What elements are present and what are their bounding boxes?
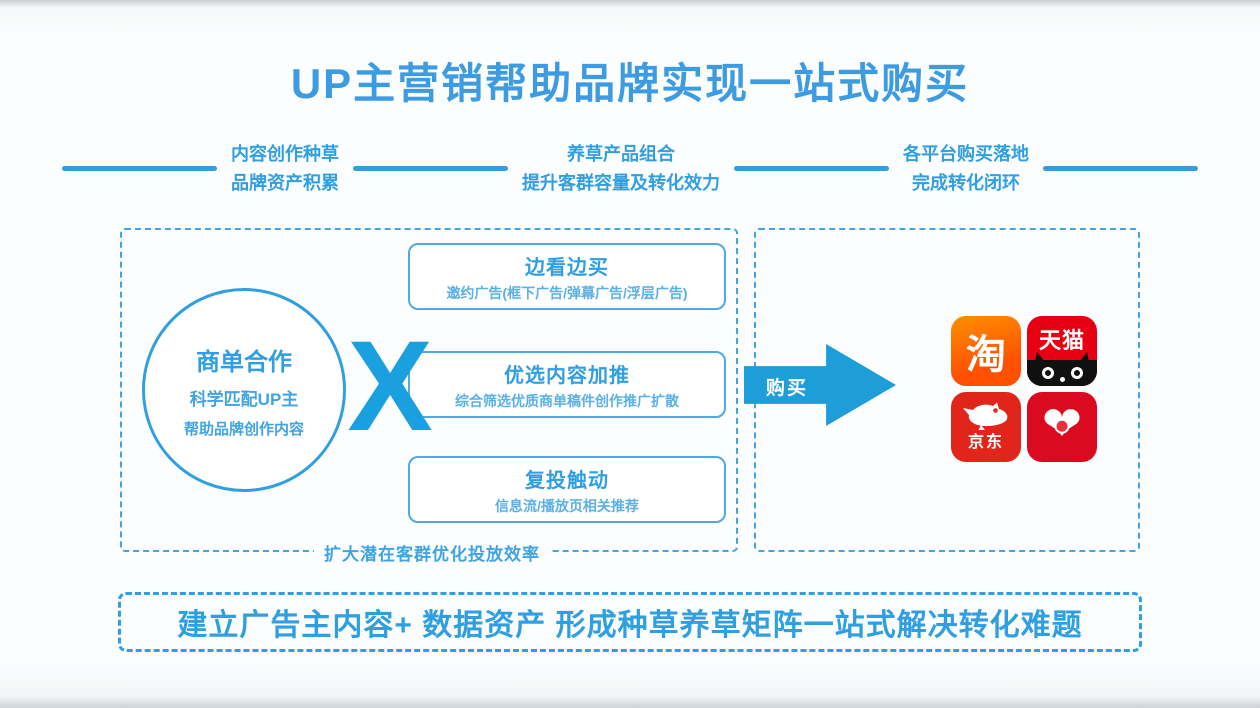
stage-divider-line bbox=[353, 166, 508, 172]
purchase-arrow-label: 购买 bbox=[766, 378, 809, 399]
circle-subtitle-1: 科学匹配UP主 bbox=[189, 389, 299, 409]
footer-text: 建立广告主内容+ 数据资产 形成种草养草矩阵一站式解决转化难题 bbox=[177, 609, 1083, 642]
tmall-cat-ear-right-icon bbox=[1079, 352, 1089, 362]
tmall-cat-ear-left-icon bbox=[1035, 352, 1045, 362]
stage-2-line-2: 提升客群容量及转化效力 bbox=[522, 172, 720, 193]
stage-header-row: 内容创作种草 品牌资产积累 养草产品组合 提升客群容量及转化效力 各平台购买落地… bbox=[62, 140, 1198, 198]
stage-label-content-creation: 内容创作种草 品牌资产积累 bbox=[217, 140, 353, 198]
tmall-cat-nose-icon bbox=[1059, 377, 1065, 382]
tmall-cat-eye-left-icon bbox=[1041, 367, 1054, 379]
stage-divider-line bbox=[62, 166, 217, 172]
platform-icon-grid: 淘 天猫 京东 ❤ bbox=[951, 316, 1097, 462]
stage-1-line-2: 品牌资产积累 bbox=[231, 172, 339, 193]
stage-label-product-combo: 养草产品组合 提升客群容量及转化效力 bbox=[508, 140, 734, 198]
tmall-icon: 天猫 bbox=[1027, 316, 1097, 386]
product-title: 复投触动 bbox=[525, 469, 609, 492]
stage-3-line-1: 各平台购买落地 bbox=[903, 144, 1029, 164]
jd-dog-icon bbox=[963, 402, 1008, 430]
seeding-panel-caption: 扩大潜在客群优化投放效率 bbox=[314, 540, 550, 565]
jd-icon: 京东 bbox=[951, 392, 1021, 462]
taobao-icon: 淘 bbox=[951, 316, 1021, 386]
heart-center-badge-icon bbox=[1054, 418, 1070, 434]
stage-1-line-1: 内容创作种草 bbox=[231, 144, 339, 164]
multiply-x-symbol: X bbox=[347, 315, 433, 458]
stage-3-line-2: 完成转化闭环 bbox=[912, 172, 1020, 193]
stage-divider-line bbox=[734, 166, 889, 172]
product-title: 边看边买 bbox=[525, 256, 609, 279]
circle-title: 商单合作 bbox=[196, 348, 292, 376]
tmall-wordmark: 天猫 bbox=[1038, 328, 1085, 353]
stage-divider-line bbox=[1043, 166, 1198, 172]
product-desc: 信息流/播放页相关推荐 bbox=[495, 497, 639, 514]
stage-2-line-1: 养草产品组合 bbox=[567, 144, 675, 164]
product-title: 优选内容加推 bbox=[504, 364, 630, 387]
page-title: UP主营销帮助品牌实现一站式购买 bbox=[290, 60, 970, 107]
taobao-glyph: 淘 bbox=[966, 333, 1006, 377]
commission-cooperation-circle: 商单合作 科学匹配UP主 帮助品牌创作内容 bbox=[142, 288, 346, 492]
product-desc: 综合筛选优质商单稿件创作推广扩散 bbox=[455, 392, 679, 409]
tmall-cat-eye-right-icon bbox=[1070, 367, 1083, 379]
jd-wordmark: 京东 bbox=[967, 434, 1004, 451]
circle-subtitle-2: 帮助品牌创作内容 bbox=[183, 420, 304, 438]
product-desc: 邀约广告(框下广告/弹幕广告/浮层广告) bbox=[446, 284, 688, 301]
footer-banner: 建立广告主内容+ 数据资产 形成种草养草矩阵一站式解决转化难题 bbox=[118, 592, 1142, 652]
stage-label-platform-purchase: 各平台购买落地 完成转化闭环 bbox=[889, 140, 1043, 198]
product-card-watch-and-buy: 边看边买 邀约广告(框下广告/弹幕广告/浮层广告) bbox=[408, 243, 726, 310]
product-card-content-boost: 优选内容加推 综合筛选优质商单稿件创作推广扩散 bbox=[408, 351, 726, 418]
tmall-cat-band-icon bbox=[1027, 360, 1097, 386]
heart-pattern-icon: ❤ bbox=[1027, 392, 1097, 462]
product-card-retargeting: 复投触动 信息流/播放页相关推荐 bbox=[408, 456, 726, 523]
